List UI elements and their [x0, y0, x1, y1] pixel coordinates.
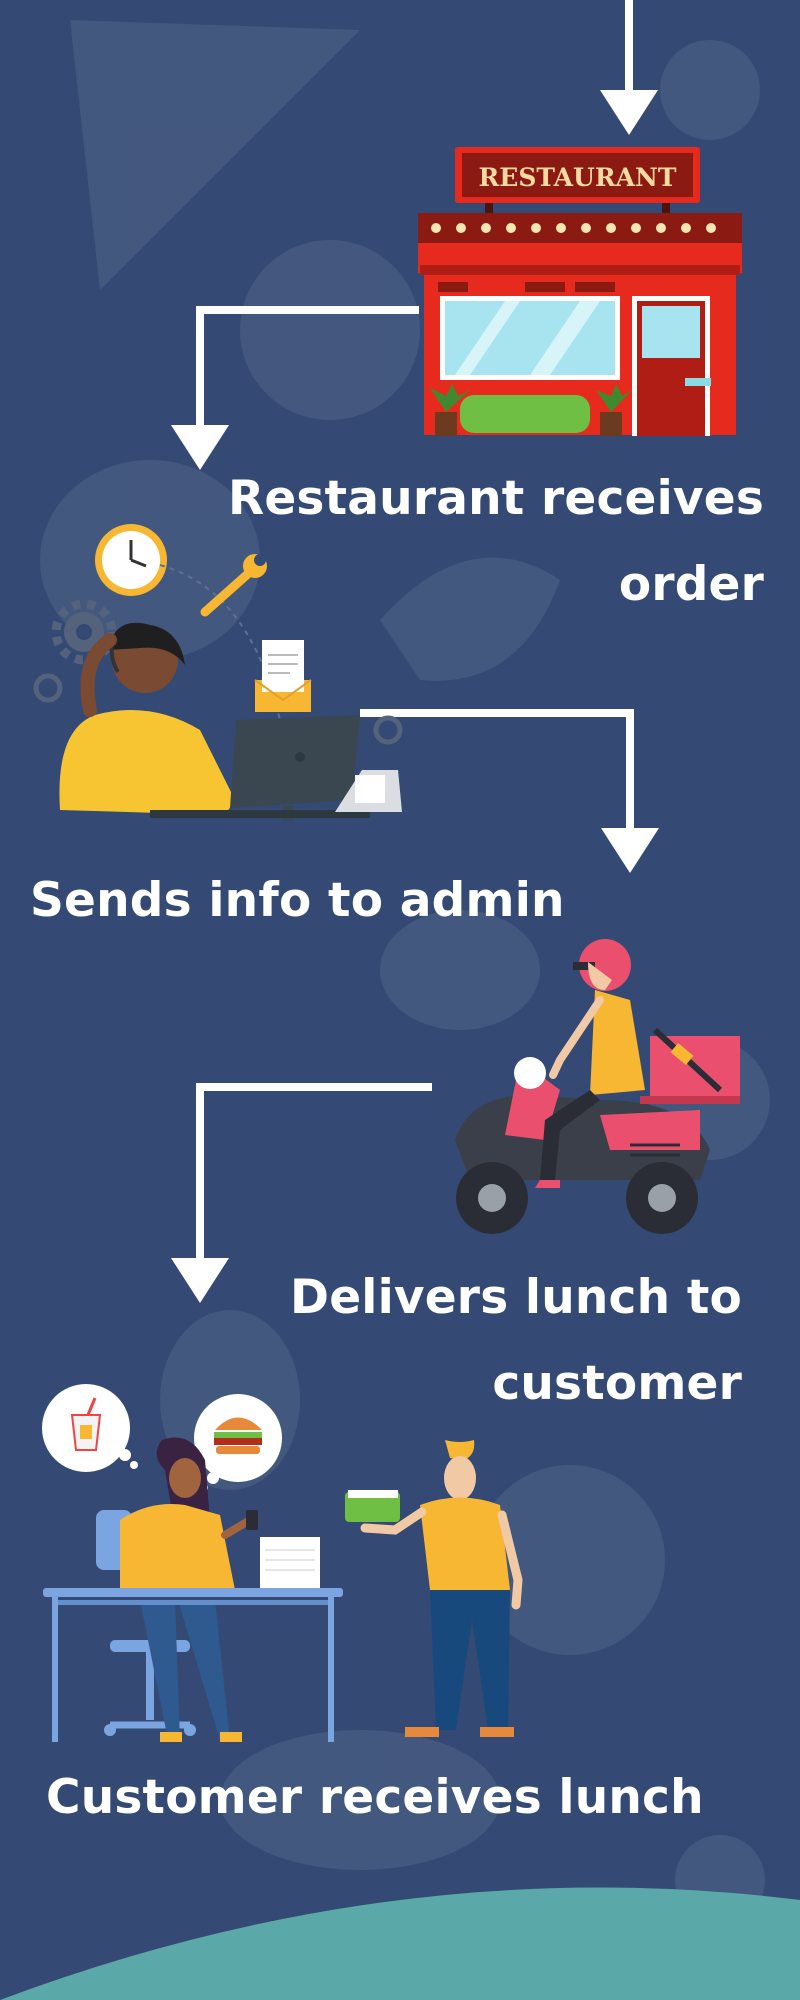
step-1-caption: Restaurant receives order — [227, 471, 764, 612]
customer-illustration — [42, 1384, 523, 1742]
admin-illustration — [33, 524, 403, 820]
down-arrow-icon — [171, 1258, 229, 1303]
desk-icon — [43, 1588, 343, 1742]
arrow-admin-to-delivery — [360, 709, 659, 873]
step-2-caption: Sends info to admin — [30, 873, 565, 928]
computer-icon — [150, 715, 370, 820]
gear-icon — [33, 599, 403, 745]
wrench-icon — [200, 554, 267, 617]
down-arrow-icon — [601, 828, 659, 873]
arrow-delivery-to-customer — [171, 1083, 432, 1303]
down-arrow-icon — [171, 425, 229, 470]
restaurant-icon: RESTAURANT — [418, 147, 742, 436]
ground-hill — [0, 1887, 800, 2000]
arrow-top-entry — [600, 0, 658, 135]
restaurant-sign-text: RESTAURANT — [479, 163, 677, 192]
soda-cup-icon — [42, 1384, 138, 1472]
delivery-scooter-icon — [455, 939, 740, 1234]
step-4-caption: Customer receives lunch — [46, 1770, 704, 1825]
clock-icon — [95, 524, 167, 596]
delivery-man-icon — [345, 1440, 523, 1737]
step-3-caption: Delivers lunch to customer — [289, 1270, 742, 1411]
arrow-restaurant-to-admin — [171, 306, 419, 470]
down-arrow-icon — [600, 90, 658, 135]
envelope-icon — [254, 640, 312, 712]
